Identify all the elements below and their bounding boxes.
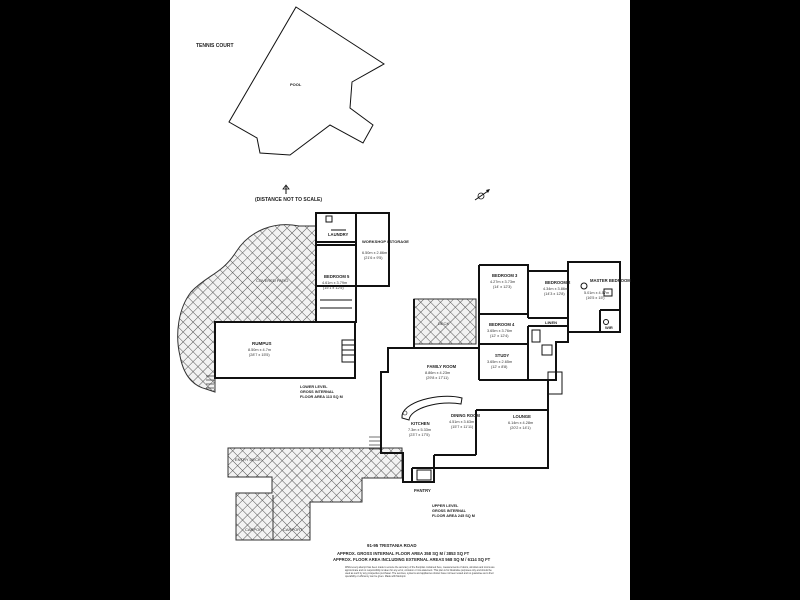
bedroom4-label: BEDROOM 4 xyxy=(489,322,515,327)
lower-area-line1: LOWER LEVEL xyxy=(300,385,328,389)
lounge-label: LOUNGE xyxy=(513,414,531,419)
address-label: 91-95 TRISTANIA ROAD xyxy=(367,543,417,548)
dining-room-dims-ft: (15'7 x 11'11) xyxy=(451,425,474,429)
rumpus-label: RUMPUS xyxy=(252,341,272,346)
study-dims-ft: (12' x 8'8) xyxy=(491,365,508,369)
study-dims: 3.65m x 2.65m xyxy=(487,360,512,364)
scale-arrow-icon xyxy=(282,184,290,194)
linen-label: LINEN xyxy=(545,320,557,325)
dining-room-dims: 4.51m x 3.63m xyxy=(449,420,474,424)
bedroom5-label: BEDROOM 5 xyxy=(324,274,350,279)
disclaimer-line4: operability or efficiency can be given. … xyxy=(345,575,406,578)
bedroom5-dims-ft: (15'1 x 12'5) xyxy=(323,286,344,290)
upper-area-line1: UPPER LEVEL xyxy=(432,504,459,508)
covered-patio-label: COVERED PATIO xyxy=(256,278,288,283)
study-label: STUDY xyxy=(495,353,509,358)
workshop-dims: 6.50m x 2.86m xyxy=(362,251,387,255)
entry-deck-label: ENTRY DECK xyxy=(235,457,261,462)
lounge-dims: 6.14m x 4.28m xyxy=(508,421,533,425)
lower-area-line2: GROSS INTERNAL xyxy=(300,390,335,394)
lounge-dims-ft: (20'2 x 14'1) xyxy=(510,426,531,430)
laundry-label: LAUNDRY xyxy=(328,232,349,237)
disclaimer-line2: approximate and no responsibility is tak… xyxy=(345,569,492,572)
wir-label: WIR xyxy=(605,325,613,330)
kitchen-label: KITCHEN xyxy=(411,421,430,426)
deck-area xyxy=(413,298,477,345)
rumpus-dims-ft: (28'7 x 15'5) xyxy=(249,353,270,357)
tennis-court-label: TENNIS COURT xyxy=(196,43,234,49)
kitchen-dims-ft: (23'7 x 17'5) xyxy=(409,433,430,437)
workshop-label: WORKSHOP / STORAGE xyxy=(362,239,409,244)
deck-label: DECK xyxy=(438,321,449,326)
rumpus-dims: 8.50m x 4.7m xyxy=(248,348,271,352)
master-bedroom-dims: 5.01m x 4.57m xyxy=(584,291,609,295)
kitchen-dims: 7.3m x 5.33m xyxy=(408,428,431,432)
upper-area-line3: FLOOR AREA 245 SQ M xyxy=(432,514,475,518)
bedroom5-dims: 4.61m x 3.79m xyxy=(322,281,347,285)
pantry-label: PANTRY xyxy=(414,488,431,493)
family-room-dims: 8.86m x 4.23m xyxy=(425,371,450,375)
bedroom2-dims: 4.34m x 3.86m xyxy=(543,287,568,291)
carport-left-label: CARPORT xyxy=(245,527,265,532)
disclaimer-line3: used as such by any prospective purchase… xyxy=(345,572,494,575)
family-room-label: FAMILY ROOM xyxy=(427,364,457,369)
bedroom3-dims: 4.27m x 3.73m xyxy=(490,280,515,284)
master-bedroom-dims-ft: (16'5 x 15') xyxy=(586,296,605,300)
lower-area-line3: FLOOR AREA 113 SQ M xyxy=(300,395,343,399)
bedroom2-dims-ft: (14'3 x 12'8) xyxy=(544,292,565,296)
dining-room-label: DINING ROOM xyxy=(451,413,480,418)
family-room-dims-ft: (29'8 x 17'11) xyxy=(426,376,449,380)
lower-stairs xyxy=(206,375,214,389)
workshop-dims-ft: (21'6 x 9'5) xyxy=(364,256,383,260)
pool-label: POOL xyxy=(290,82,302,87)
upper-area-line2: GROSS INTERNAL xyxy=(432,509,467,513)
bedroom3-dims-ft: (14' x 12'3) xyxy=(493,285,512,289)
north-arrow-icon xyxy=(474,189,490,201)
bedroom2-label: BEDROOM 2 xyxy=(545,280,571,285)
covered-patio-area xyxy=(177,224,317,393)
bedroom4-dims: 3.65m x 3.76m xyxy=(487,329,512,333)
distance-note: (DISTANCE NOT TO SCALE) xyxy=(255,197,322,203)
carport-right-label: CARPORT xyxy=(283,527,303,532)
bedroom4-dims-ft: (12' x 12'4) xyxy=(490,334,509,338)
pool-outline xyxy=(228,6,385,156)
bedroom3-label: BEDROOM 3 xyxy=(492,273,518,278)
upper-level-walls xyxy=(369,261,621,483)
master-bedroom-label: MASTER BEDROOM xyxy=(590,278,631,283)
total-external-area: APPROX. FLOOR AREA INCLUDING EXTERNAL AR… xyxy=(333,557,491,562)
total-internal-area: APPROX. GROSS INTERNAL FLOOR AREA 358 SQ… xyxy=(337,551,470,556)
lower-level-walls xyxy=(214,212,390,379)
disclaimer-line1: Whilst every attempt has been made to en… xyxy=(345,566,495,569)
